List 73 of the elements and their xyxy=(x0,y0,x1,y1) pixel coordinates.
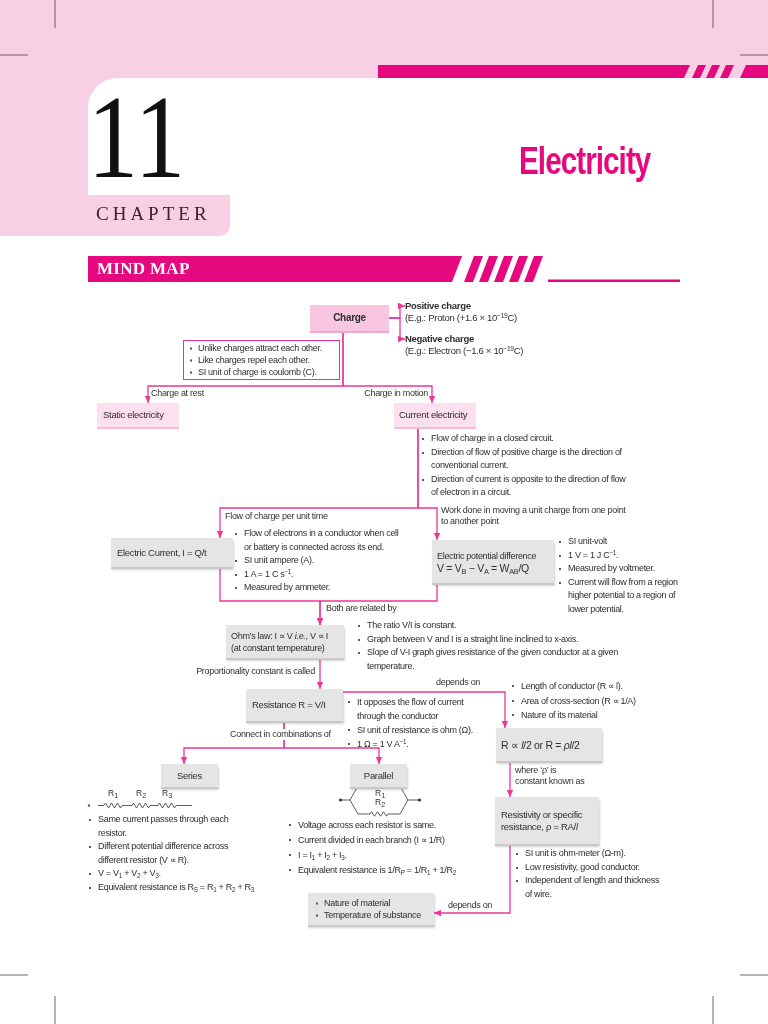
bullet-item: Measured by ammeter. xyxy=(233,581,331,595)
connector-arrow xyxy=(506,760,514,798)
edge-label: Charge in motion xyxy=(363,388,429,399)
concept-box xyxy=(161,764,218,787)
connector-arrow xyxy=(342,691,509,729)
concept-box xyxy=(246,689,343,721)
connector-arrow xyxy=(283,720,383,765)
page-title: Electricity xyxy=(519,141,651,181)
node-label: Resistance R = V/I xyxy=(252,699,326,711)
connector-arrow xyxy=(342,330,436,404)
concept-box xyxy=(350,764,407,787)
note-box xyxy=(183,340,340,380)
connector-arrow xyxy=(388,317,406,343)
concept-box xyxy=(226,625,344,658)
banner-title: MIND MAP xyxy=(97,259,190,279)
resistor-label: R$_{1}$ xyxy=(108,789,119,798)
bullet-item: Equivalent resistance is 1/R$_{P}$ = 1/R$_{1}$ + 1/R$_{2}$ xyxy=(287,863,456,878)
resistor-label: R$_{2}$ xyxy=(375,798,386,807)
bullet-item: Length of conductor (R ∝ l). xyxy=(510,679,623,694)
node-label: R ∝ l/2 or R = ρl/2 xyxy=(501,738,580,751)
bullet-item: Current divided in each branch (I ∝ 1/R) xyxy=(287,833,445,848)
bullet-item: Measured by voltmeter. xyxy=(557,562,655,576)
bullet-item: SI unit of resistance is ohm (Ω). xyxy=(346,723,473,737)
bullet-item: SI unit ampere (A). xyxy=(233,554,314,568)
concept-box xyxy=(310,305,389,331)
bullet-item: Low resistivity, good conductor. xyxy=(514,860,640,874)
bullet-item: Equivalent resistance is R$_{S}$ = R$_{1}$ + R$_{2}$ + R$_{3}$ xyxy=(87,880,254,894)
edge-label: Charge at rest xyxy=(150,388,205,399)
node-label: Charge xyxy=(333,312,366,324)
concept-box xyxy=(496,728,602,761)
chapter-number: 11 xyxy=(86,79,187,197)
bullet-item: Graph between V and I is a straight line inclined to x-axis. xyxy=(356,632,579,646)
connector-arrow xyxy=(316,582,438,626)
concept-box xyxy=(432,540,554,583)
concept-box xyxy=(97,403,179,427)
node-heading: Negative charge xyxy=(405,333,474,345)
edge-label: Both are related by xyxy=(325,603,398,614)
node-label: V = V$_{B}$ − V$_{A}$ = W$_{AB}$/Q xyxy=(437,561,529,574)
edge-label: Proportionality constant is called xyxy=(195,666,316,677)
edge-label: depends on xyxy=(435,677,482,688)
bullet-item: Voltage across each resistor is same. xyxy=(287,818,436,833)
node-label: Resistivity or specific resistance, ρ = RA/l xyxy=(501,808,584,833)
edge-label: where ‘ρ’ is constant known as xyxy=(514,765,588,787)
connector-arrow xyxy=(433,843,511,917)
node-label: (E.g.: Electron (−1.6 × 10$^{−19}$C) xyxy=(405,345,524,357)
concept-box xyxy=(394,403,476,427)
bullet-item: Flow of charge in a closed circuit. xyxy=(420,432,554,446)
node-label: Parallel xyxy=(363,769,394,782)
bullet-item: SI unit of charge is coulomb (C). xyxy=(188,366,317,378)
connector-arrow xyxy=(316,657,324,690)
bullet-item: Unlike charges attract each other. xyxy=(188,342,322,354)
edge-label: Flow of charge per unit time xyxy=(224,511,329,522)
bullet-item: V = V$_{1}$ + V$_{2}$ + V$_{3}$. xyxy=(87,867,161,881)
bullet-item: Nature of material xyxy=(314,897,391,909)
connector-arrow xyxy=(417,426,441,541)
concept-box xyxy=(111,538,233,567)
concept-box xyxy=(495,797,599,844)
node-label: Static electricity xyxy=(103,409,164,421)
node-label: (E.g.: Proton (+1.6 × 10$^{−19}$C) xyxy=(405,312,517,324)
node-label: Electric potential difference xyxy=(437,549,537,562)
node-label: Series xyxy=(176,769,203,782)
bullet-item: Temperature of substance xyxy=(314,909,421,921)
node-label: Electric Current, I = Q/t xyxy=(117,546,207,559)
chapter-label: CHAPTER xyxy=(96,204,211,223)
edge-label: Connect in combinations of xyxy=(229,729,332,740)
bullet-item: Like charges repel each other. xyxy=(188,354,310,366)
edge-label: depends on xyxy=(447,900,494,911)
resistor-label: R$_{2}$ xyxy=(136,789,147,798)
node-label: Current electricity xyxy=(399,409,468,421)
bullet-item: SI unit is ohm-meter (Ω-m). xyxy=(514,847,626,861)
node-heading: Positive charge xyxy=(405,300,471,312)
concept-box xyxy=(308,893,434,925)
node-label: Ohm’s law: I ∝ V i.e., V ∝ I (at constant temperature) xyxy=(231,629,329,654)
